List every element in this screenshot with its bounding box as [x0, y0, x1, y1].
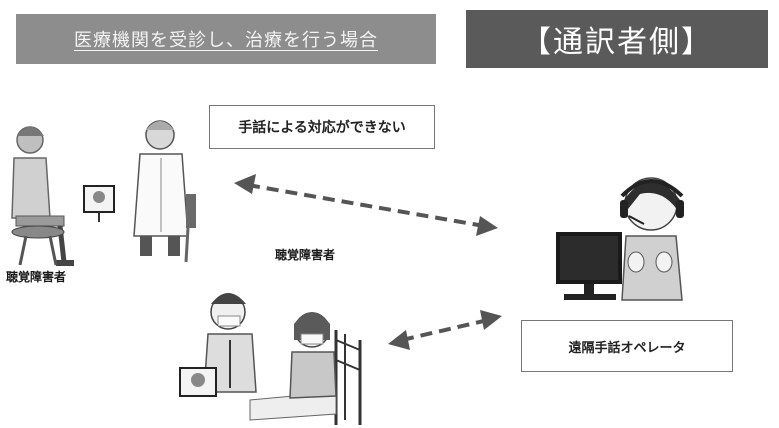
tablet-device	[83, 185, 115, 222]
remote-operator-callout: 遠隔手話オペレータ	[521, 320, 733, 372]
doctor-figure	[133, 120, 196, 263]
operator-figure	[620, 177, 684, 301]
hearing-impaired-label-middle: 聴覚障害者	[275, 248, 336, 262]
clinic-consultation-scene	[11, 120, 196, 266]
patient-woman-figure	[11, 126, 74, 266]
remote-operator-scene	[556, 177, 684, 301]
bed-patient-figure	[289, 312, 337, 399]
cannot-respond-callout: 手話による対応ができない	[209, 105, 435, 149]
upper-dashed-arrow	[234, 174, 498, 236]
cannot-respond-text: 手話による対応ができない	[238, 120, 406, 136]
hospital-bed-scene	[179, 293, 362, 425]
lower-dashed-arrow	[388, 310, 502, 350]
computer-monitor	[556, 232, 622, 300]
interpreter-side-banner: 【通訳者側】	[466, 10, 768, 68]
hospital-bed	[249, 330, 362, 425]
remote-operator-text: 遠隔手話オペレータ	[568, 340, 686, 356]
interpreter-side-text: 【通訳者側】	[521, 25, 713, 60]
hearing-impaired-label-left: 聴覚障害者	[6, 270, 67, 284]
tablet-device	[179, 367, 217, 397]
scenario-title-text: 医療機関を受診し、治療を行う場合	[74, 30, 378, 51]
scenario-title-banner: 医療機関を受診し、治療を行う場合	[16, 14, 436, 64]
